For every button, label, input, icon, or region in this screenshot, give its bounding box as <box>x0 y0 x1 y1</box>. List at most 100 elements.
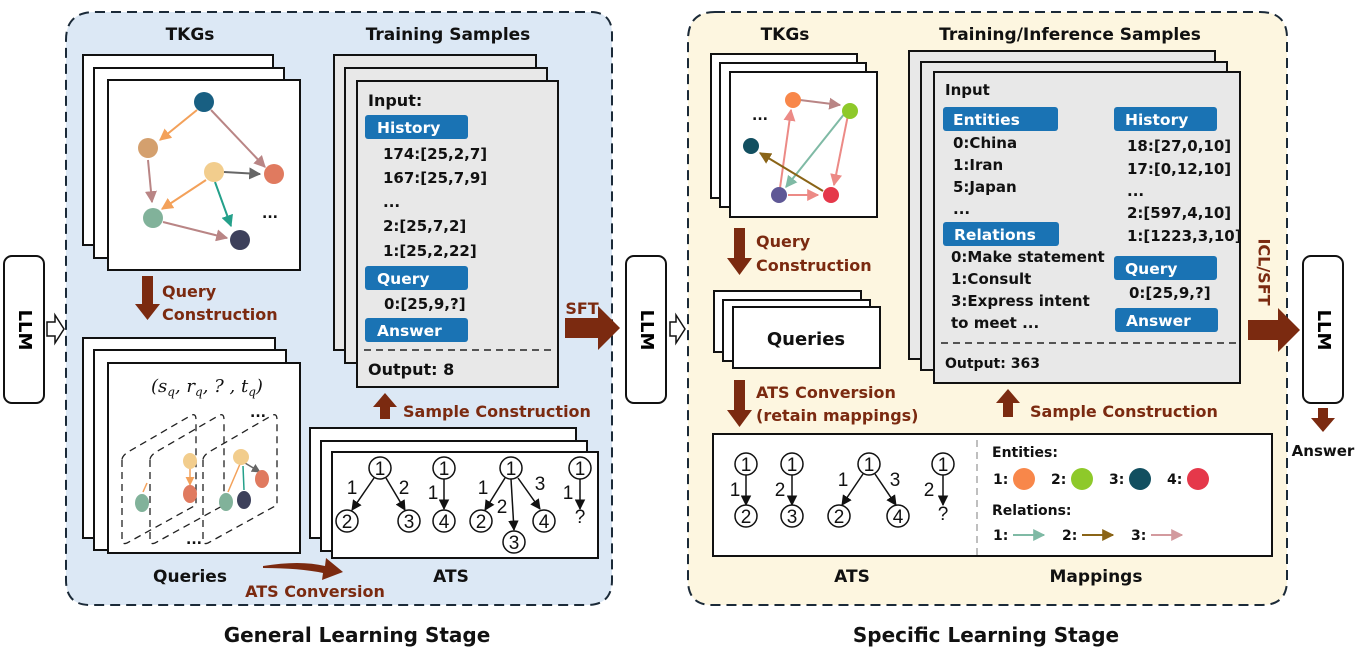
sample-construction-label: Sample Construction <box>403 402 591 421</box>
relation-item: 0:Make statement <box>951 248 1105 266</box>
query-value: 0:[25,9,?] <box>384 295 466 313</box>
hollow-arrow-icon <box>669 312 686 346</box>
query-tag-specific <box>1114 256 1217 280</box>
ats-node <box>857 452 881 476</box>
relations-tag-label: Relations <box>954 226 1036 244</box>
relation-legend-key: 3: <box>1131 528 1146 544</box>
ats-node-label: 2 <box>476 512 487 533</box>
entity-color-swatch <box>1187 468 1209 490</box>
ellipsis: ... <box>752 108 768 124</box>
entities-legend-title: Entities: <box>992 445 1058 461</box>
ats-edge-label: 1 <box>838 470 849 491</box>
entity-item: 1:Iran <box>953 156 1003 174</box>
ats-node <box>397 509 421 533</box>
ellipsis: ... <box>186 532 202 548</box>
relation-item: 1:Consult <box>951 270 1031 288</box>
ats-edge <box>517 477 541 510</box>
output-value: Output: 8 <box>368 360 454 379</box>
ats-edge <box>874 473 897 506</box>
entity-node <box>138 138 158 158</box>
relation-legend-key: 1: <box>993 528 1008 544</box>
ats-edge <box>484 477 506 511</box>
ats-node <box>502 530 526 554</box>
ats-unknown-node: ? <box>575 507 586 528</box>
entity-color-swatch <box>1013 468 1035 490</box>
ats-conversion-label-line1: ATS Conversion <box>756 383 896 402</box>
entity-node <box>143 208 163 228</box>
queries-stack: (sq, rq, ? , tq) ... ... <box>82 337 301 554</box>
training-samples-heading: Training Samples <box>366 25 531 45</box>
ats-node-label: 2 <box>834 507 845 528</box>
answer-tag-label: Answer <box>377 322 442 340</box>
llm-label: LLM <box>636 310 657 351</box>
ats-node-label: 3 <box>509 533 520 554</box>
queries-heading: Queries <box>153 567 227 587</box>
ats-edge-label: 1 <box>730 480 741 501</box>
history-tag-specific <box>1114 107 1217 131</box>
ats-node <box>532 509 556 533</box>
entity-node <box>194 92 214 112</box>
tkgs-heading-specific: TKGs <box>761 25 810 45</box>
up-arrow-icon <box>373 393 397 419</box>
ats-node-label: 1 <box>938 455 949 476</box>
ats-edge-label: 1 <box>478 478 489 499</box>
relation-legend-key: 2: <box>1062 528 1077 544</box>
down-arrow-icon <box>727 380 752 427</box>
history-item: 1:[25,2,22] <box>383 242 477 260</box>
ats-node-label: 1 <box>439 459 450 480</box>
query-value: 0:[25,9,?] <box>1129 284 1211 302</box>
tkgs-heading: TKGs <box>166 25 215 45</box>
ats-node <box>335 509 359 533</box>
curved-arrow-icon <box>263 558 343 580</box>
ats-node <box>734 504 758 528</box>
ats-heading-specific: ATS <box>834 567 870 587</box>
relation-item: 3:Express intent <box>951 292 1090 310</box>
history-item: 167:[25,7,9] <box>383 169 487 187</box>
up-arrow-icon <box>996 389 1020 417</box>
entity-node <box>264 164 284 184</box>
ats-node-label: 4 <box>893 507 904 528</box>
entity-node <box>785 92 801 108</box>
query-construction-label-line1: Query <box>162 282 217 301</box>
query-tag-label: Query <box>1125 260 1177 278</box>
ats-node-label: 4 <box>539 512 550 533</box>
llm-box-output: LLM <box>1302 255 1344 404</box>
ats-node-label: 1 <box>375 459 386 480</box>
history-item: 174:[25,2,7] <box>383 145 487 163</box>
query-formula: (sq, rq, ? , tq) <box>151 376 263 399</box>
llm-box-middle: LLM <box>625 255 667 404</box>
history-tag-label: History <box>1125 111 1188 129</box>
entity-color-swatch <box>1129 468 1151 490</box>
right-arrow-icon <box>565 306 620 350</box>
history-item: ... <box>383 193 400 211</box>
ats-node <box>469 509 493 533</box>
mappings-heading: Mappings <box>1050 567 1143 587</box>
entity-node <box>204 162 224 182</box>
entity-node <box>842 103 858 119</box>
output-value: Output: 363 <box>945 356 1040 372</box>
entity-item: 0:China <box>953 134 1017 152</box>
entity-node <box>230 230 250 250</box>
ats-edge-label: 1 <box>428 483 439 504</box>
entity-item: ... <box>953 200 970 218</box>
ats-edge <box>385 477 406 511</box>
ats-node-label: 1 <box>575 459 586 480</box>
history-item: 18:[27,0,10] <box>1127 137 1231 155</box>
down-arrow-icon <box>135 276 160 320</box>
ats-edge <box>841 473 864 506</box>
ats-node <box>780 504 804 528</box>
ats-node-label: 2 <box>741 507 752 528</box>
training-inference-samples-heading: Training/Inference Samples <box>939 25 1201 45</box>
entity-node <box>743 138 759 154</box>
history-item: ... <box>1127 182 1144 200</box>
entities-tag <box>943 107 1058 131</box>
ats-node-label: 3 <box>404 512 415 533</box>
ats-edge-label: 2 <box>399 478 410 499</box>
llm-box-input: LLM <box>3 255 45 404</box>
relations-tag <box>943 222 1059 246</box>
queries-stack-specific <box>713 290 881 369</box>
query-construction-label-line1: Query <box>756 232 811 251</box>
